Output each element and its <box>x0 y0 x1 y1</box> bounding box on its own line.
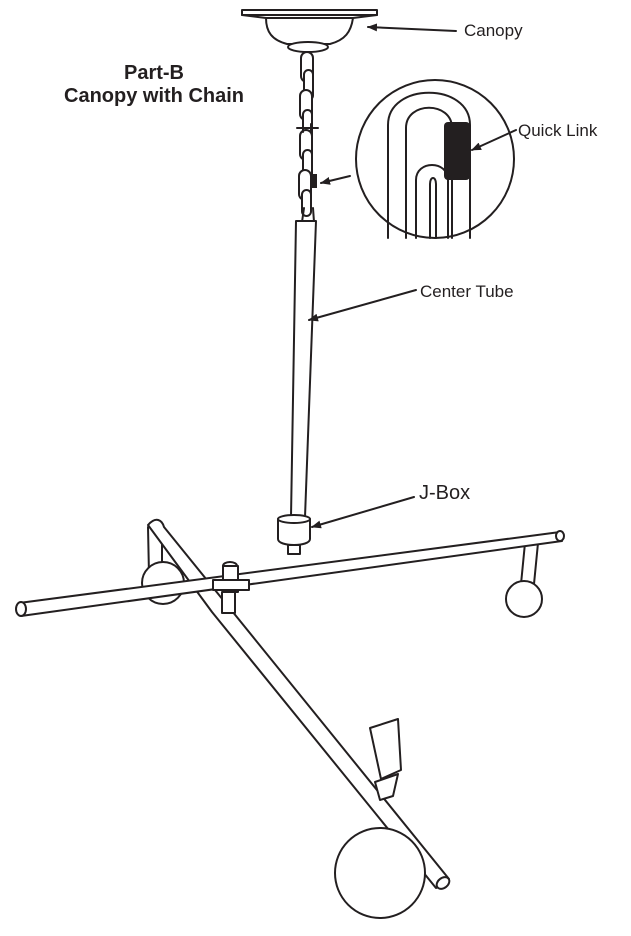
label-canopy: Canopy <box>464 21 523 40</box>
label-j-box: J-Box <box>419 482 470 504</box>
j-box <box>277 514 311 555</box>
quick-link-detail <box>355 79 515 239</box>
arrow-center-tube <box>308 289 417 322</box>
quick-link-small <box>312 174 317 188</box>
arm-horizontal <box>15 530 565 617</box>
quick-link-sleeve <box>444 122 470 180</box>
title-line-2: Canopy with Chain <box>64 85 244 107</box>
arrow-quick-link-detail <box>471 129 517 151</box>
center-tube <box>290 207 317 518</box>
title-line-1: Part-B <box>123 62 184 84</box>
chain <box>296 51 319 217</box>
bulb-right <box>505 542 543 618</box>
label-center-tube: Center Tube <box>420 282 514 301</box>
label-quick-link: Quick Link <box>518 121 598 140</box>
canopy <box>241 9 378 53</box>
arrow-quick-link-small <box>320 175 351 185</box>
center-hub <box>212 561 250 614</box>
bulb-front <box>334 718 426 919</box>
arrow-canopy <box>367 23 457 32</box>
diagram-title: Part-B Canopy with Chain <box>20 62 288 108</box>
arrow-j-box <box>311 496 415 529</box>
